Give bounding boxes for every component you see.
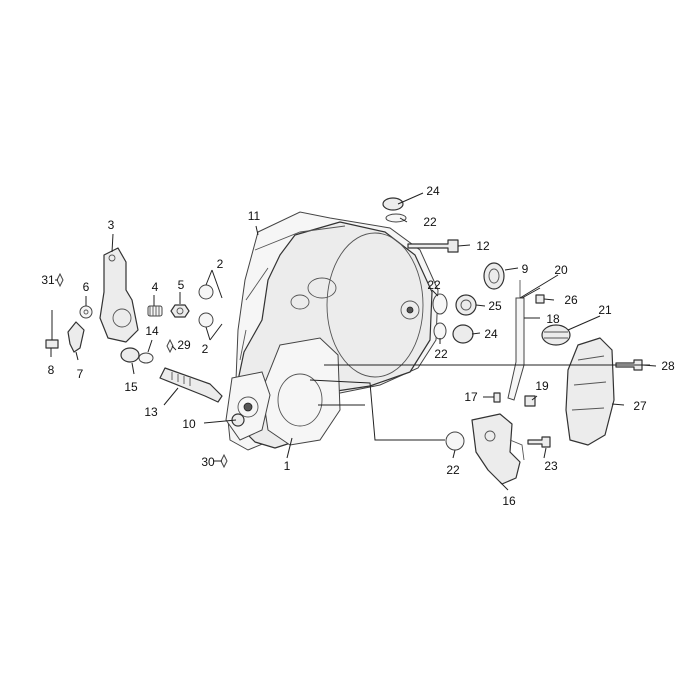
lever-plate-pin-hole bbox=[108, 254, 116, 262]
callout-2-lower: 2 bbox=[202, 342, 209, 356]
callout-24-right: 24 bbox=[484, 327, 498, 341]
oring-part-22-lower bbox=[433, 322, 447, 340]
callout-28: 28 bbox=[661, 359, 675, 373]
clip-part-19 bbox=[524, 395, 536, 407]
callout-14: 14 bbox=[145, 324, 159, 338]
callout-11: 11 bbox=[248, 209, 261, 223]
cap-part-25-inner bbox=[460, 299, 472, 311]
oring-part-14 bbox=[138, 352, 154, 364]
pin-part-29 bbox=[166, 338, 174, 354]
pump-cover-rib bbox=[571, 355, 607, 411]
callout-24-top: 24 bbox=[426, 184, 440, 198]
callout-27: 27 bbox=[633, 399, 647, 413]
lever-plate-part-3 bbox=[99, 247, 139, 343]
spring-coils bbox=[149, 306, 160, 316]
cover-kick-bore-center bbox=[243, 402, 253, 412]
washer-bore bbox=[83, 309, 89, 315]
callout-26: 26 bbox=[564, 293, 578, 307]
cover-boss-lower bbox=[290, 294, 310, 310]
seal-part-9 bbox=[483, 262, 505, 290]
dowel-pin-upper bbox=[198, 284, 214, 300]
lever-part-7 bbox=[67, 321, 85, 353]
cover-flange-edge bbox=[239, 225, 346, 361]
lever-plate-hole bbox=[112, 308, 132, 328]
nut-bore bbox=[176, 307, 184, 315]
pin-part-30 bbox=[220, 453, 228, 469]
callout-21: 21 bbox=[598, 303, 612, 317]
callout-9: 9 bbox=[522, 262, 529, 276]
bolt-part-12 bbox=[407, 239, 459, 253]
callout-22-top: 22 bbox=[423, 215, 437, 229]
callout-12: 12 bbox=[476, 239, 490, 253]
cover-inspection-hole-center bbox=[406, 306, 414, 314]
bolt-part-23 bbox=[527, 436, 551, 448]
oring-part-22-right bbox=[432, 293, 448, 315]
pipe-part-18 bbox=[507, 297, 525, 401]
callout-22-low: 22 bbox=[434, 347, 448, 361]
oring-top-part-22 bbox=[385, 213, 407, 223]
bolt-head-part-8 bbox=[45, 339, 59, 349]
callout-31: 31 bbox=[41, 273, 55, 287]
cover-clutch-bulge bbox=[326, 232, 424, 378]
washer-part-6 bbox=[79, 305, 93, 319]
callout-18: 18 bbox=[546, 312, 560, 326]
callout-15: 15 bbox=[124, 380, 138, 394]
cover-pump-rotor bbox=[277, 373, 323, 427]
coil-part-21-wind bbox=[544, 331, 568, 339]
callout-8: 8 bbox=[48, 363, 55, 377]
oil-pump-arm bbox=[509, 439, 525, 461]
callout-17: 17 bbox=[464, 390, 478, 404]
callout-10: 10 bbox=[182, 417, 196, 431]
cover-boss-upper bbox=[307, 277, 337, 299]
oil-pump-part-16 bbox=[471, 413, 521, 485]
cover-inspection-hole bbox=[400, 300, 420, 320]
coil-part-21 bbox=[541, 324, 571, 346]
shaft-splines bbox=[171, 372, 191, 386]
callout-22-mid: 22 bbox=[427, 278, 441, 292]
seal-part-9-inner bbox=[488, 268, 500, 284]
callout-30: 30 bbox=[201, 455, 215, 469]
callout-13: 13 bbox=[144, 405, 158, 419]
cap-part-24-right bbox=[452, 324, 474, 344]
filler-cap-part-24 bbox=[382, 197, 404, 211]
nut-part-5 bbox=[170, 304, 190, 318]
callout-6: 6 bbox=[83, 280, 90, 294]
callout-5: 5 bbox=[178, 278, 185, 292]
callout-25: 25 bbox=[488, 299, 502, 313]
oring-part-22-pump bbox=[445, 431, 465, 451]
callout-labels: 1 2 2 3 4 5 6 7 8 9 10 11 12 13 14 15 16… bbox=[41, 184, 675, 508]
leader-lines bbox=[50, 192, 657, 491]
callout-16: 16 bbox=[502, 494, 516, 508]
callout-2-upper: 2 bbox=[217, 257, 224, 271]
callout-23: 23 bbox=[544, 459, 558, 473]
callout-20: 20 bbox=[554, 263, 568, 277]
pin-part-31 bbox=[56, 272, 64, 288]
dowel-pin-lower bbox=[198, 312, 214, 328]
pump-cover-part-27 bbox=[565, 337, 615, 446]
oil-pump-port bbox=[484, 430, 496, 442]
shaft-part-13 bbox=[159, 367, 223, 403]
callout-22-pump: 22 bbox=[446, 463, 460, 477]
callout-4: 4 bbox=[152, 280, 159, 294]
shaft-seal-part-15 bbox=[120, 347, 140, 363]
spring-part-4 bbox=[147, 305, 163, 317]
callout-29: 29 bbox=[177, 338, 191, 352]
pin-part-17 bbox=[493, 392, 501, 403]
cap-part-25 bbox=[455, 294, 477, 316]
cover-kick-bore bbox=[237, 396, 259, 418]
callout-1: 1 bbox=[284, 459, 291, 473]
callout-19: 19 bbox=[535, 379, 549, 393]
parts-drawing bbox=[45, 197, 643, 485]
callout-3: 3 bbox=[108, 218, 115, 232]
block-part-26 bbox=[535, 294, 545, 304]
callout-7: 7 bbox=[77, 367, 84, 381]
